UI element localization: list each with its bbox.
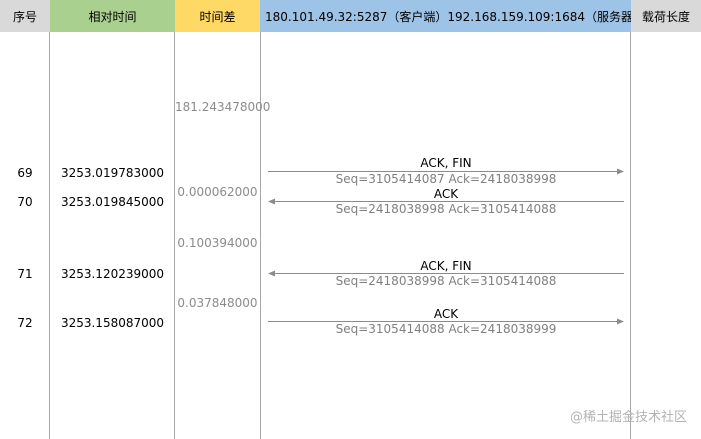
row-rel-time: 3253.158087000: [60, 316, 165, 330]
packet-flags: ACK: [433, 187, 459, 201]
packet-seq-ack: Seq=2418038998 Ack=3105414088: [335, 274, 557, 288]
header-payload-len-label: 载荷长度: [641, 9, 690, 24]
arrow-right-icon: [268, 318, 624, 325]
header-time-diff: 时间差: [175, 0, 260, 32]
header-payload-len: 载荷长度: [631, 0, 701, 32]
arrow-left-icon: [268, 198, 624, 205]
packet-flags: ACK, FIN: [420, 259, 472, 273]
header-server-label: 192.168.159.109:1684（服务器）: [447, 9, 646, 24]
time-diff-value: 0.100394000: [177, 236, 258, 250]
header-rel-time-label: 相对时间: [88, 9, 137, 24]
header-seq: 序号: [0, 0, 50, 32]
header-rel-time: 相对时间: [50, 0, 175, 32]
packet-message: ACK, FIN Seq=2418038998 Ack=3105414088: [268, 259, 624, 299]
packet-flags: ACK, FIN: [420, 156, 472, 170]
column-divider: [174, 32, 175, 439]
client-lifeline: [260, 32, 261, 439]
row-seq: 70: [17, 195, 33, 209]
packet-message: ACK Seq=2418038998 Ack=3105414088: [268, 187, 624, 227]
row-seq: 69: [17, 166, 33, 180]
header-conversation: 180.101.49.32:5287（客户端） 192.168.159.109:…: [260, 0, 645, 32]
time-diff-value: 181.243478000: [175, 100, 271, 114]
time-diff-value: 0.037848000: [177, 296, 258, 310]
column-divider: [49, 32, 50, 439]
packet-flags: ACK: [433, 307, 459, 321]
row-rel-time: 3253.019783000: [60, 166, 165, 180]
time-diff-value: 0.000062000: [177, 185, 258, 199]
row-seq: 72: [17, 316, 33, 330]
header-time-diff-label: 时间差: [199, 9, 236, 24]
packet-seq-ack: Seq=3105414087 Ack=2418038998: [335, 172, 557, 186]
arrow-left-icon: [268, 270, 624, 277]
packet-message: ACK, FIN Seq=3105414087 Ack=2418038998: [268, 156, 624, 196]
row-rel-time: 3253.120239000: [60, 267, 165, 281]
packet-message: ACK Seq=3105414088 Ack=2418038999: [268, 307, 624, 347]
row-seq: 71: [17, 267, 33, 281]
packet-seq-ack: Seq=2418038998 Ack=3105414088: [335, 202, 557, 216]
row-rel-time: 3253.019845000: [60, 195, 165, 209]
header-client-label: 180.101.49.32:5287（客户端）: [265, 9, 448, 24]
watermark: @稀土掘金技术社区: [570, 406, 687, 425]
arrow-right-icon: [268, 168, 624, 175]
packet-seq-ack: Seq=3105414088 Ack=2418038999: [335, 322, 557, 336]
watermark-text: @稀土掘金技术社区: [569, 410, 687, 425]
server-lifeline: [630, 32, 631, 439]
header-seq-label: 序号: [12, 9, 37, 24]
